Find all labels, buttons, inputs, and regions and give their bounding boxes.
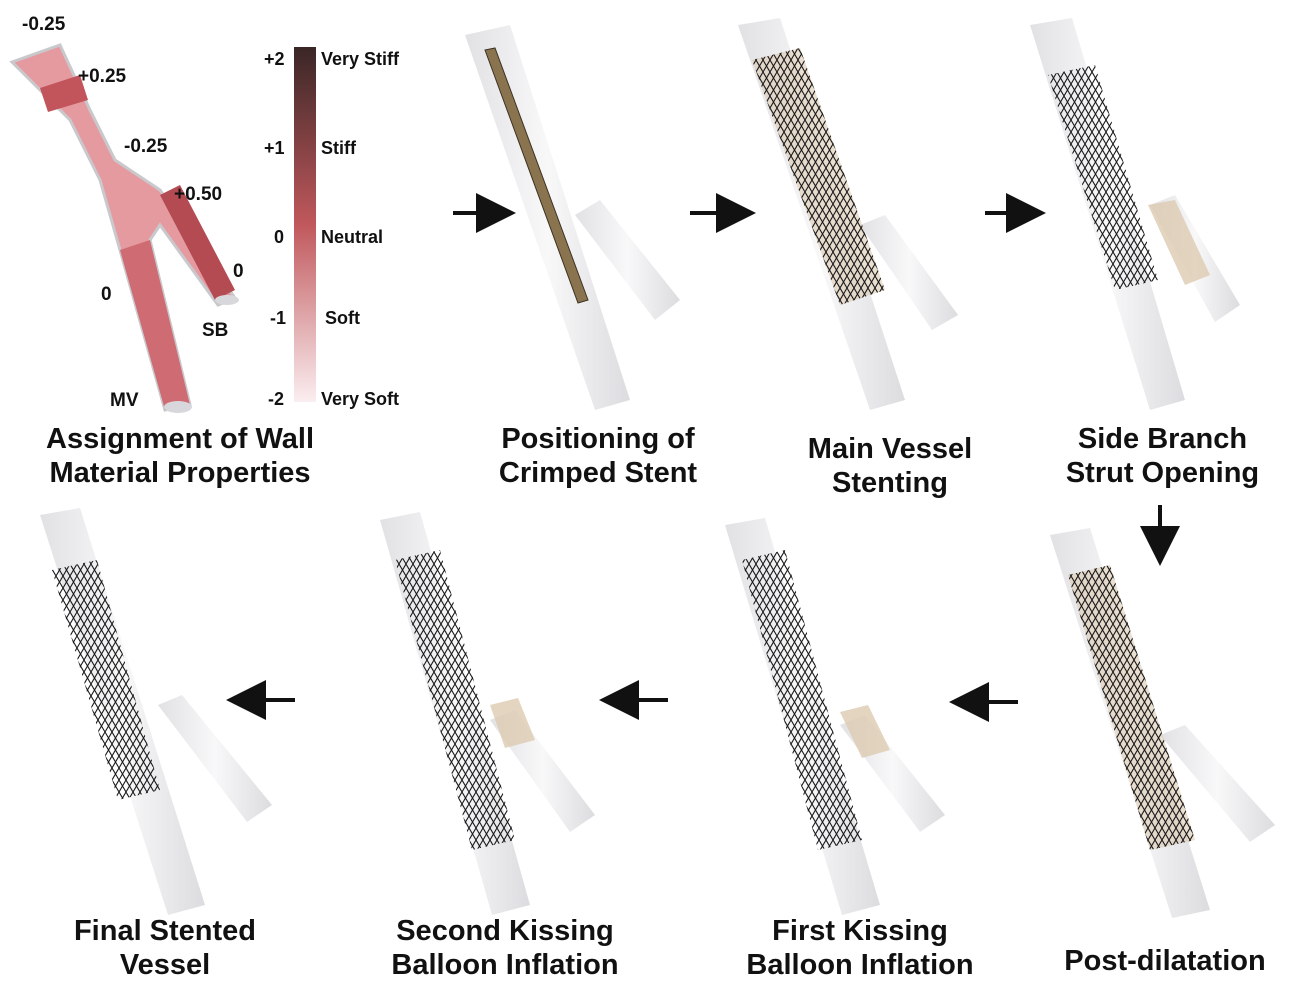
colorbar-tick-label: Soft bbox=[325, 308, 360, 329]
caption-post-dilatation: Post-dilatation bbox=[1045, 944, 1285, 978]
caption-line: Crimped Stent bbox=[458, 456, 738, 490]
caption-line: Side Branch bbox=[1040, 422, 1285, 456]
caption-side-branch-strut-opening: Side Branch Strut Opening bbox=[1040, 422, 1285, 490]
caption-positioning: Positioning of Crimped Stent bbox=[458, 422, 738, 490]
label-sb: SB bbox=[202, 320, 228, 342]
caption-wall-properties: Assignment of Wall Material Properties bbox=[10, 422, 350, 490]
caption-line: Strut Opening bbox=[1040, 456, 1285, 490]
caption-line: Balloon Inflation bbox=[360, 948, 650, 982]
caption-main-vessel-stenting: Main Vessel Stenting bbox=[780, 432, 1000, 500]
stent-mesh-wire bbox=[752, 48, 885, 305]
panel-positioning-crimped-stent bbox=[465, 25, 680, 410]
caption-line: Material Properties bbox=[10, 456, 350, 490]
colorbar-tick-value: +2 bbox=[264, 49, 285, 70]
panel-side-branch-strut-opening bbox=[1030, 18, 1240, 410]
panel-first-kissing-balloon bbox=[725, 518, 945, 915]
crimped-stent bbox=[485, 48, 588, 303]
caption-line: First Kissing bbox=[715, 914, 1005, 948]
side-branch-balloon bbox=[490, 698, 535, 748]
segment-label-mid: -0.25 bbox=[124, 136, 167, 158]
segment-label-top: -0.25 bbox=[22, 14, 65, 36]
segment-label-main-vessel: 0 bbox=[101, 284, 112, 306]
colorbar-tick-value: 0 bbox=[274, 227, 284, 248]
panel-post-dilatation bbox=[1050, 528, 1275, 918]
stent-mesh-wire bbox=[742, 550, 862, 850]
colorbar-tick-value: +1 bbox=[264, 138, 285, 159]
colorbar bbox=[294, 47, 316, 402]
colorbar-tick-label: Stiff bbox=[321, 138, 356, 159]
caption-line: Main Vessel bbox=[780, 432, 1000, 466]
vessel-mv-opening bbox=[164, 401, 192, 413]
caption-second-kissing: Second Kissing Balloon Inflation bbox=[360, 914, 650, 982]
colorbar-tick-value: -2 bbox=[268, 389, 284, 410]
stent-mesh-wire bbox=[395, 550, 515, 850]
caption-first-kissing: First Kissing Balloon Inflation bbox=[715, 914, 1005, 982]
caption-line: Assignment of Wall bbox=[10, 422, 350, 456]
caption-line: Stenting bbox=[780, 466, 1000, 500]
caption-line: Second Kissing bbox=[360, 914, 650, 948]
colorbar-tick-label: Neutral bbox=[321, 227, 383, 248]
panel-main-vessel-stenting bbox=[738, 18, 958, 410]
vessel-side-branch bbox=[158, 695, 272, 822]
vessel-sb-opening bbox=[215, 295, 239, 305]
caption-line: Final Stented bbox=[40, 914, 290, 948]
colorbar-tick-value: -1 bbox=[270, 308, 286, 329]
panel-second-kissing-balloon bbox=[380, 512, 595, 915]
colorbar-tick-label: Very Soft bbox=[321, 389, 399, 410]
caption-final-stented-vessel: Final Stented Vessel bbox=[40, 914, 290, 982]
panel-wall-properties bbox=[12, 45, 239, 413]
label-mv: MV bbox=[110, 390, 139, 412]
caption-line: Vessel bbox=[40, 948, 290, 982]
segment-label-side-branch-band: +0.50 bbox=[174, 184, 222, 206]
caption-line: Positioning of bbox=[458, 422, 738, 456]
caption-line: Balloon Inflation bbox=[715, 948, 1005, 982]
vessel-main-lower bbox=[120, 240, 190, 410]
colorbar-tick-label: Very Stiff bbox=[321, 49, 399, 70]
caption-line: Post-dilatation bbox=[1045, 944, 1285, 978]
panel-final-stented-vessel bbox=[40, 508, 272, 915]
stent-mesh-wire bbox=[52, 560, 160, 800]
segment-label-side-branch-end: 0 bbox=[233, 261, 244, 283]
stent-mesh-wire bbox=[1068, 565, 1195, 850]
segment-label-upper-band: +0.25 bbox=[78, 66, 126, 88]
